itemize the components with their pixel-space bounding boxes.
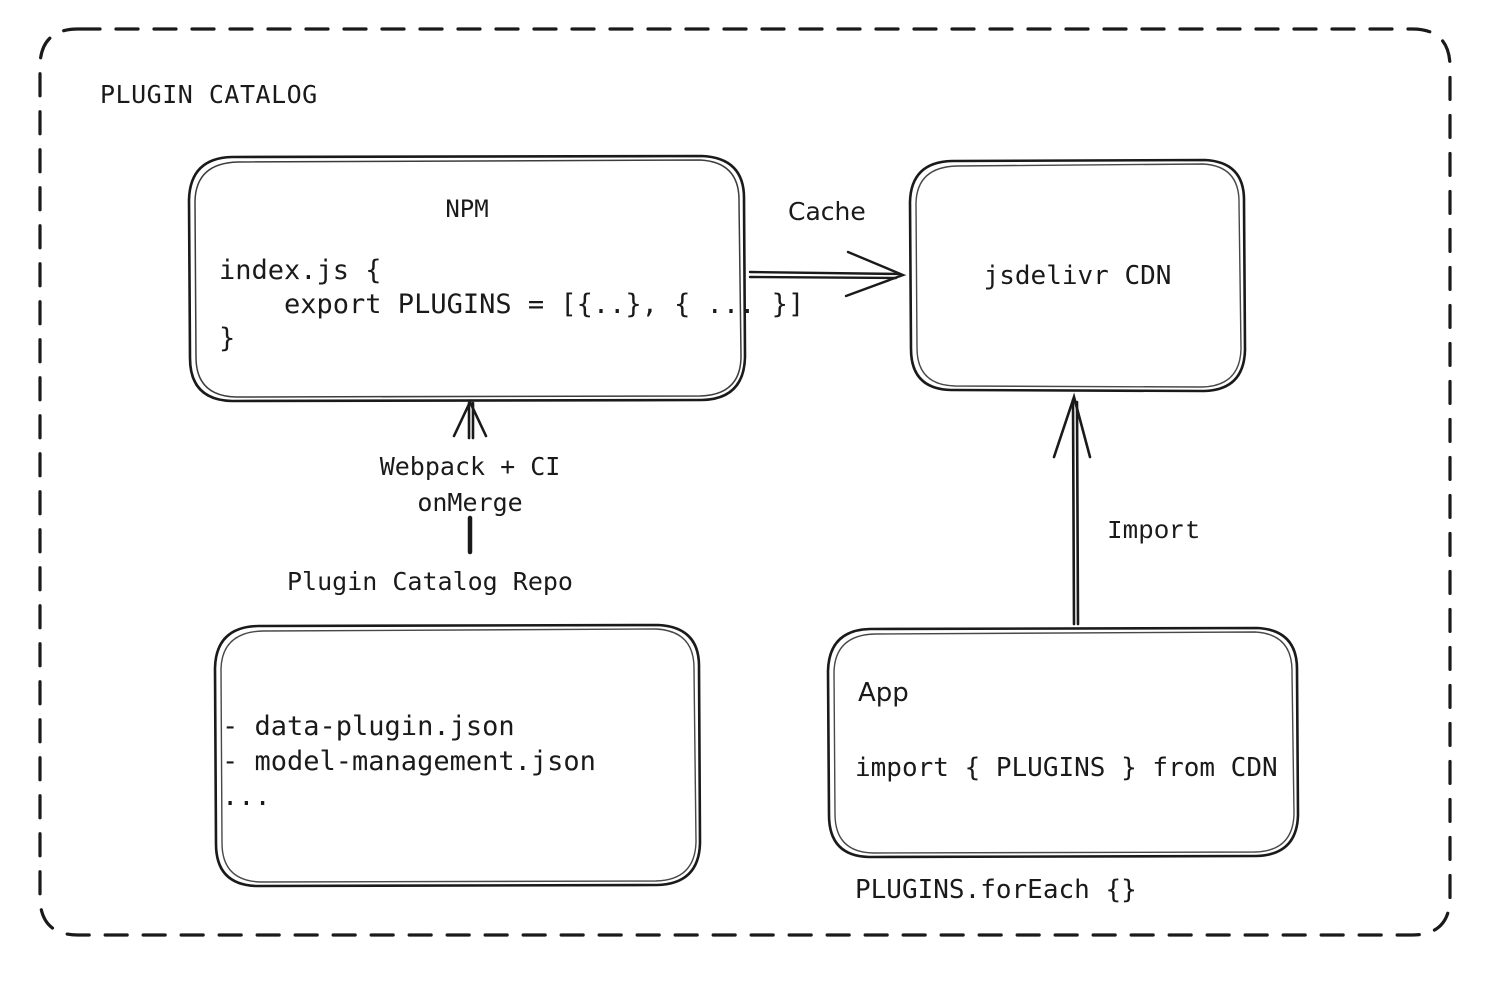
app-box-title: App	[858, 678, 909, 708]
import-edge-label: Import	[1107, 516, 1201, 546]
cache-edge-label: Cache	[788, 197, 866, 226]
webpack-ci-edge-label: Webpack + CI onMerge	[379, 452, 561, 517]
app-box-code: import { PLUGINS } from CDN PLUGINS.forE…	[855, 753, 1278, 905]
npm-box-title: NPM	[445, 195, 489, 223]
container-title: PLUGIN CATALOG	[100, 80, 318, 109]
import-arrow	[1052, 392, 1092, 626]
repo-box-outside-label: Plugin Catalog Repo	[287, 567, 573, 596]
npm-box-code: index.js { export PLUGINS = [{..}, { ...…	[219, 255, 805, 354]
cdn-box-title: jsdelivr CDN	[983, 261, 1172, 291]
repo-box-file-list: - data-plugin.json - model-management.js…	[222, 711, 596, 812]
